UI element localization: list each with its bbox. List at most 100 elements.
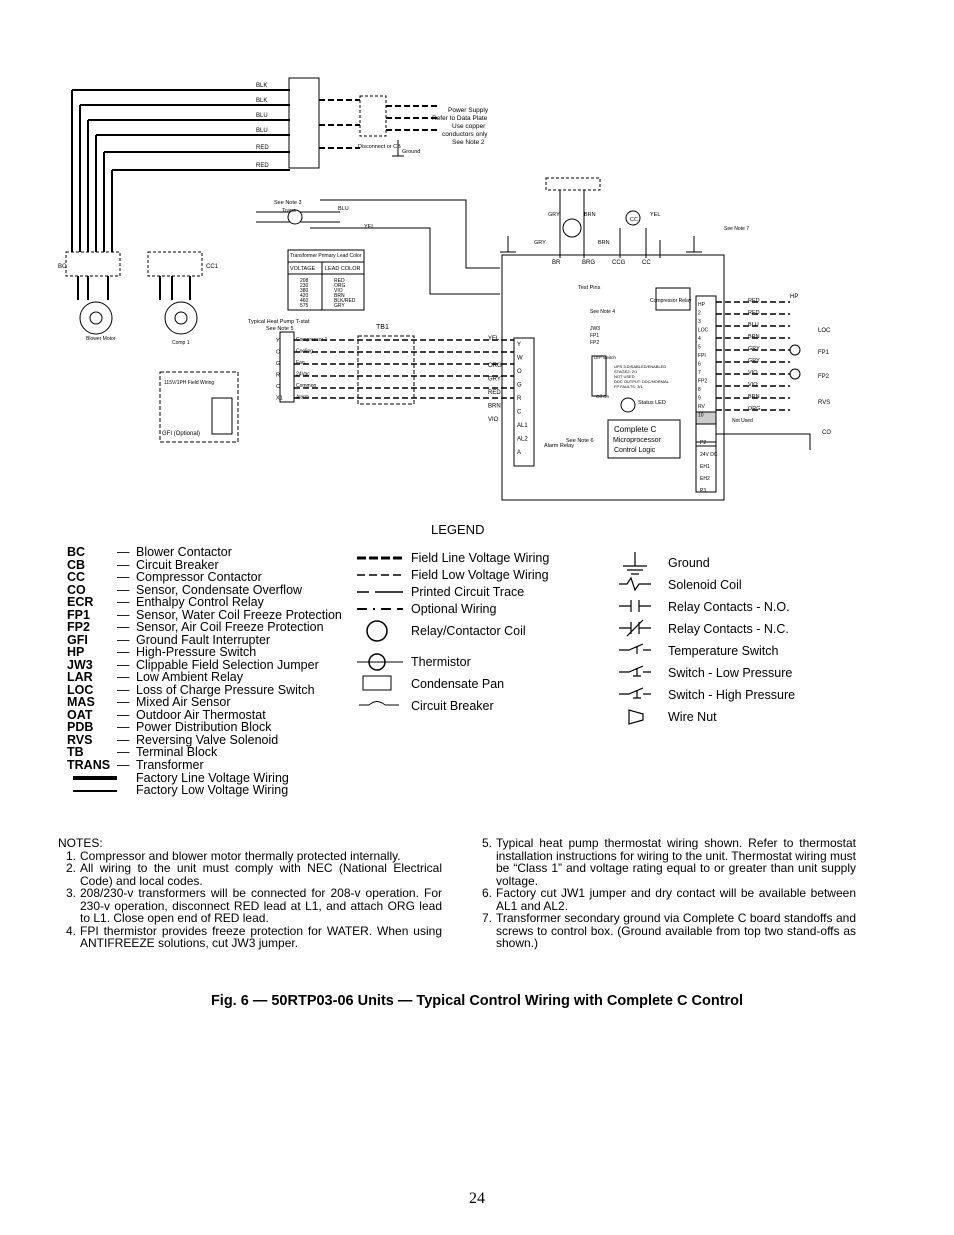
tstat-terminal: Cooling xyxy=(296,349,313,355)
p1-terminal: LOC xyxy=(698,328,709,334)
abbreviation-desc: Compressor Contactor xyxy=(136,570,262,584)
note-number: 3. xyxy=(66,886,77,900)
abbreviation-desc: Circuit Breaker xyxy=(136,557,219,572)
dip-label: STAGE2: 2/1 xyxy=(614,369,638,374)
table-cell: GRY xyxy=(334,303,345,309)
notes-title: NOTES: xyxy=(58,836,103,850)
p2-terminal: P3 xyxy=(700,488,706,494)
device-label: HP xyxy=(790,294,798,300)
tb-terminal: Y xyxy=(517,342,521,348)
note-item: 4.FPI thermistor provides freeze protect… xyxy=(58,923,442,950)
abbreviation-desc: Ground Fault Interrupter xyxy=(136,632,271,647)
abbreviation-code: FP2 xyxy=(67,620,90,634)
table-cell: 575 xyxy=(300,303,309,309)
component-symbols xyxy=(619,552,651,725)
abbreviation-code: CB xyxy=(67,557,86,572)
p2-terminal: P2 xyxy=(700,440,706,446)
abbreviation-desc: Reversing Valve Solenoid xyxy=(136,732,279,747)
right-wire-color: BRN xyxy=(748,334,760,340)
p2-terminal: EH2 xyxy=(700,476,710,482)
tstat-letter: O xyxy=(276,350,281,356)
figure-caption: Fig. 6 — 50RTP03-06 Units — Typical Cont… xyxy=(210,993,744,1009)
abbreviation-dash: — xyxy=(117,670,130,684)
dip-switch-label: DIP Switch xyxy=(594,355,616,360)
abbreviation-desc: High-Pressure Switch xyxy=(136,645,257,659)
see-note-label: See Note 6 xyxy=(566,438,594,444)
wiring-type-label: Printed Circuit Trace xyxy=(411,585,525,599)
table-cell: BLK/RED xyxy=(334,298,356,304)
device-label: LOC xyxy=(818,328,831,334)
tb-wire-color: ORG xyxy=(488,363,502,369)
factory-line-voltage-label: Factory Line Voltage Wiring xyxy=(136,771,289,785)
symbol-label: Switch - High Pressure xyxy=(668,688,796,702)
abbreviation-code: PDB xyxy=(67,720,94,734)
power-supply-label: Refer to Data Plate xyxy=(432,115,488,122)
notes-right: 5.Typical heat pump thermostat wiring sh… xyxy=(474,837,856,950)
power-supply-label: Use copper xyxy=(452,123,486,130)
symbol-label: Switch - Low Pressure xyxy=(668,666,793,680)
abbreviation-dash: — xyxy=(117,732,130,747)
tstat-terminal: Compressor 1 xyxy=(296,337,328,343)
abbreviation-desc: Clippable Field Selection Jumper xyxy=(136,657,319,672)
abbreviation-dash: — xyxy=(117,720,130,734)
device-label: FP1 xyxy=(818,350,830,356)
abbreviation-desc: Outdoor Air Thermostat xyxy=(136,707,266,722)
see-note-label: See Note 7 xyxy=(724,226,749,232)
abbreviation-dash: — xyxy=(117,657,130,672)
compressor-relay-label: Compressor Relay xyxy=(650,298,692,304)
abbreviation-code: FP1 xyxy=(67,607,90,622)
note-number: 1. xyxy=(66,848,77,863)
device-label: CO xyxy=(822,430,831,436)
not-used-label: Not Used xyxy=(732,418,753,424)
abbreviation-code: CC xyxy=(67,570,86,584)
abbreviation-desc: Sensor, Condensate Overflow xyxy=(136,582,303,597)
abbreviation-dash: — xyxy=(117,682,130,697)
tb-wire-color: YEL xyxy=(488,336,500,342)
table-cell: 460 xyxy=(300,298,309,304)
symbol-label: Relay Contacts - N.C. xyxy=(668,622,789,636)
device-label: FP2 xyxy=(818,374,830,380)
abbreviation-dash: — xyxy=(117,582,130,597)
abbreviation-desc: Power Distribution Block xyxy=(136,720,272,734)
dip-label: DDC OUTPUT: DDC/NORMAL xyxy=(614,379,670,384)
tb-wire-color: BRN xyxy=(488,404,501,410)
abbreviation-code: GFI xyxy=(67,632,88,647)
note-number: 4. xyxy=(66,923,77,938)
tstat-letter: X1 xyxy=(276,396,283,402)
abbreviation-dash: — xyxy=(117,757,130,772)
right-wire-color: GRY xyxy=(748,358,760,364)
table-cell: 230 xyxy=(300,283,309,289)
gfi-power-label: 115V/1PH Field Wiring xyxy=(164,380,214,386)
abbreviation-code: OAT xyxy=(67,707,93,722)
wiring-type-label: Optional Wiring xyxy=(411,602,497,616)
tb-terminal: W xyxy=(517,356,523,362)
p1-terminal: RV xyxy=(698,404,706,410)
symbol-label: Temperature Switch xyxy=(668,644,779,658)
abbreviation-dash: — xyxy=(117,545,130,559)
note-number: 6. xyxy=(482,886,493,900)
tstat-title: See Note 5 xyxy=(266,326,294,332)
cc-coil-label: CC xyxy=(630,217,638,223)
factory-low-voltage-symbol xyxy=(73,790,117,792)
abbreviation-dash: — xyxy=(117,620,130,634)
gfi-label: GFI (Optional) xyxy=(162,431,200,437)
tb-terminal: R xyxy=(517,396,522,402)
abbreviation-desc: Terminal Block xyxy=(136,745,218,759)
abbreviation-code: MAS xyxy=(67,695,95,709)
note-item: 7.Transformer secondary ground via Compl… xyxy=(474,912,856,950)
right-wire-color: RED xyxy=(748,310,760,316)
note-text: Compressor and blower motor thermally pr… xyxy=(80,848,401,863)
tstat-letter: C xyxy=(276,384,280,390)
abbreviation-code: HP xyxy=(67,645,85,659)
wire-color-label: BLU xyxy=(256,113,268,119)
motor-wire-color: GRY xyxy=(534,240,546,246)
transformer-wire-color: BLU xyxy=(338,206,349,212)
note-text: FPI thermistor provides freeze protectio… xyxy=(80,923,442,950)
abbreviation-desc: Transformer xyxy=(136,757,204,772)
p1-terminal: FP2 xyxy=(698,379,707,385)
p2-terminal: 24V DC xyxy=(700,452,718,458)
bc-label: BC xyxy=(58,264,67,270)
p1-terminal: 8 xyxy=(698,387,701,393)
jumper-label: FP2 xyxy=(590,340,599,346)
table-cell: VIO xyxy=(334,288,343,294)
